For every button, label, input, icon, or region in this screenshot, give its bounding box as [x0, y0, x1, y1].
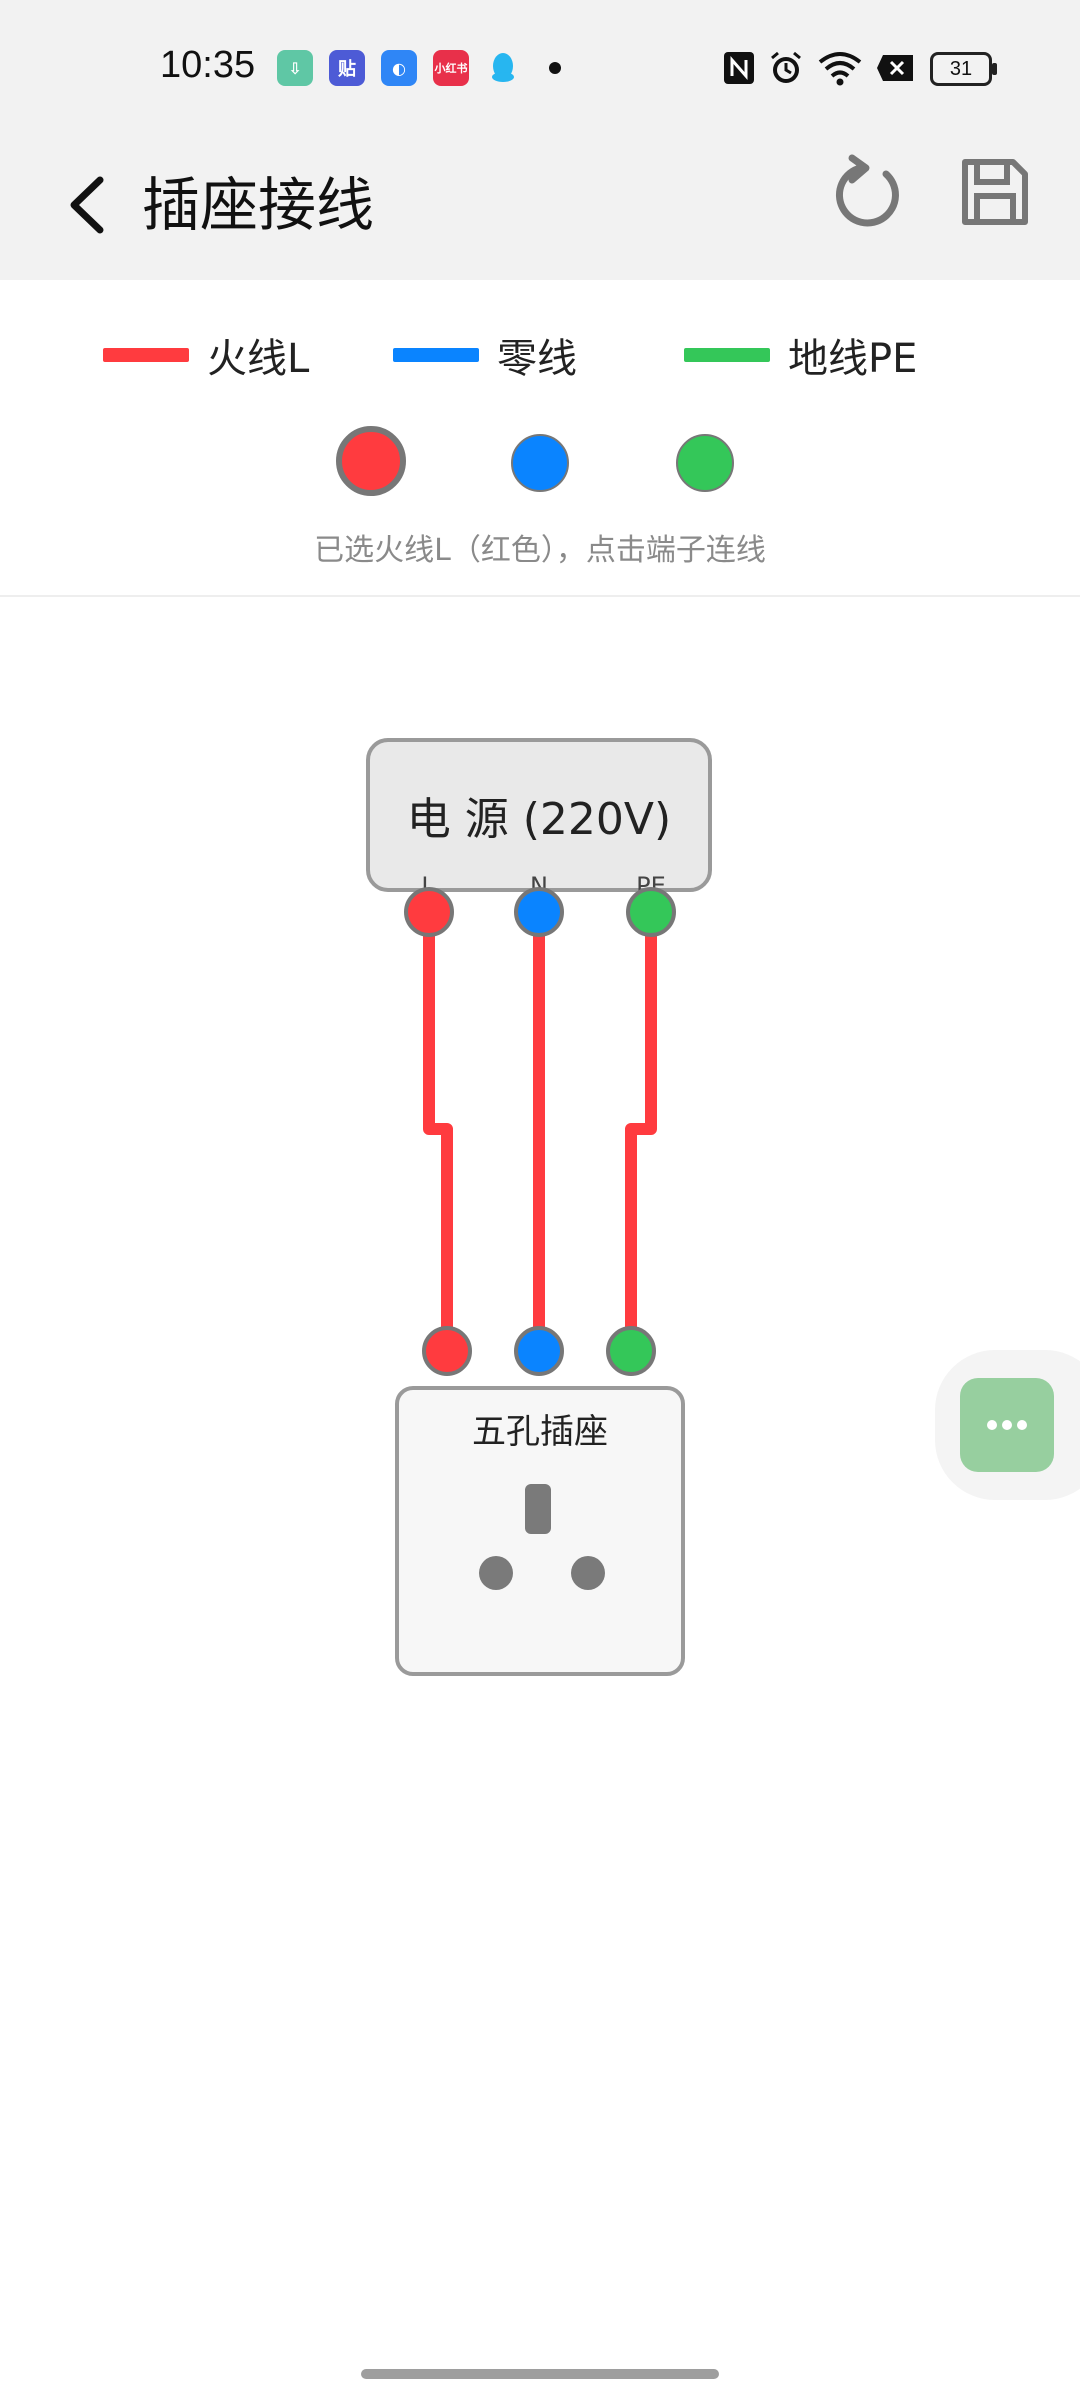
app-bar: 插座接线: [0, 130, 1080, 280]
tieba-app-icon: 贴: [329, 50, 365, 86]
nfc-icon: [722, 50, 756, 86]
power-source-box: 电 源 (220V): [366, 738, 712, 892]
power-source-label: 电 源 (220V): [406, 794, 672, 845]
status-bar: 10:35 ⇩ 贴 ◐ 小红书: [0, 0, 1080, 130]
legend-item-live: 火线L: [103, 330, 309, 382]
download-app-icon: ⇩: [277, 50, 313, 86]
socket-label: 五孔插座: [472, 1412, 608, 1452]
save-button[interactable]: [955, 152, 1035, 232]
wire-l[interactable]: [423, 912, 453, 1351]
xiaohongshu-app-icon: 小红书: [433, 50, 469, 86]
selection-hint: 已选火线L（红色），点击端子连线: [314, 533, 766, 568]
reset-button[interactable]: [830, 152, 910, 232]
page-title: 插座接线: [142, 171, 375, 239]
more-icon: [987, 1420, 1027, 1430]
home-indicator[interactable]: [361, 2369, 719, 2379]
socket-hole-right: [571, 1556, 605, 1590]
wiring-canvas[interactable]: 电 源 (220V) L N PE L N PE 五孔插座: [0, 596, 1080, 2396]
green-swatch[interactable]: [676, 434, 734, 492]
wiring-layer: [404, 887, 676, 1376]
legend-item-ground: 地线PE: [684, 330, 917, 382]
legend-label-neutral: 零线: [497, 336, 577, 382]
five-hole-socket: 五孔插座: [395, 1386, 685, 1676]
legend-panel: 火线L 零线 地线PE 已选火线L（红色），点击端子连线: [0, 280, 1080, 597]
back-arrow-icon: [70, 176, 104, 234]
qq-app-icon: [485, 50, 521, 86]
power-terminal-n[interactable]: [514, 887, 564, 937]
refresh-icon: [836, 154, 899, 227]
browser-app-icon: ◐: [381, 50, 417, 86]
save-icon: [962, 159, 1028, 225]
socket-terminal-pe[interactable]: [606, 1326, 656, 1376]
power-terminal-pe[interactable]: [626, 887, 676, 937]
red-swatch[interactable]: [336, 426, 406, 496]
legend-label-live: 火线L: [207, 336, 310, 382]
legend-line-green: [684, 348, 770, 362]
socket-hole-left: [479, 1556, 513, 1590]
wifi-icon: [818, 50, 862, 86]
legend-line-red: [103, 348, 189, 362]
legend-label-ground: 地线PE: [788, 336, 918, 382]
notification-dot-icon: [549, 62, 561, 74]
no-sim-icon: [875, 50, 915, 86]
legend-line-blue: [393, 348, 479, 362]
back-button[interactable]: [60, 160, 120, 250]
status-time: 10:35: [160, 44, 256, 86]
alarm-icon: [768, 50, 804, 86]
more-button[interactable]: [960, 1378, 1054, 1472]
legend-item-neutral: 零线: [393, 330, 577, 382]
wire-pe[interactable]: [625, 912, 657, 1351]
power-terminal-l[interactable]: [404, 887, 454, 937]
socket-slot-top: [525, 1484, 551, 1534]
battery-indicator: 31: [930, 52, 997, 86]
battery-level: 31: [949, 57, 973, 80]
blue-swatch[interactable]: [511, 434, 569, 492]
socket-terminal-n[interactable]: [514, 1326, 564, 1376]
socket-terminal-l[interactable]: [422, 1326, 472, 1376]
